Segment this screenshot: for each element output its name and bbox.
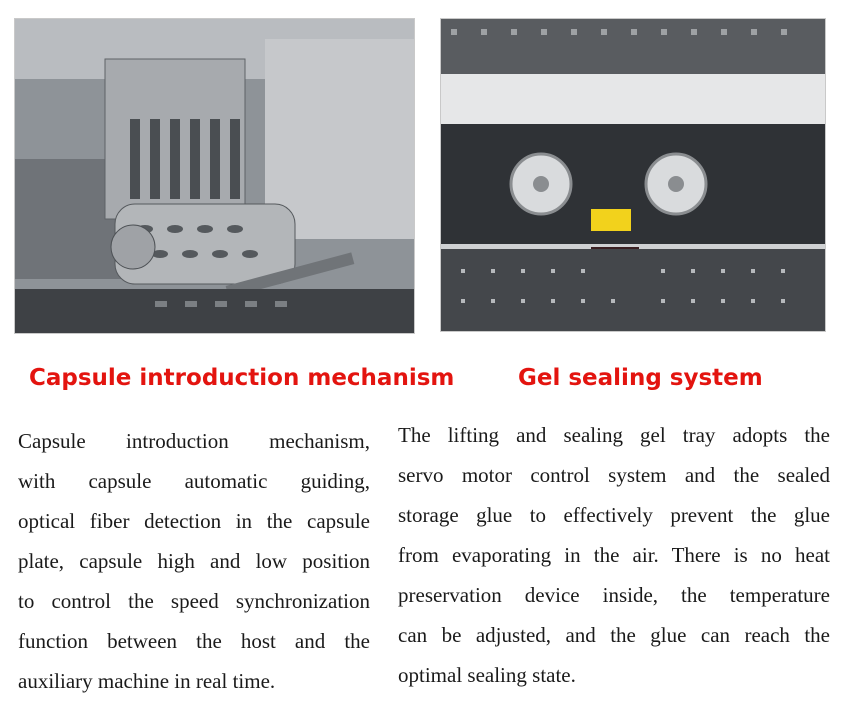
description-line: plate, capsule high and low position [18, 549, 370, 573]
description-line: can be adjusted, and the glue can reach … [398, 623, 830, 647]
description-line: optimal sealing state. [398, 663, 576, 687]
capsule-introduction-photo [14, 18, 415, 334]
capsule-introduction-description: Capsule introduction mechanism, with cap… [18, 421, 370, 701]
description-line: from evaporating in the air. There is no… [398, 543, 830, 567]
description-line: auxiliary machine in real time. [18, 669, 276, 693]
description-line: storage glue to effectively prevent the … [398, 503, 830, 527]
description-line: to control the speed synchronization [18, 589, 370, 613]
capsule-introduction-heading: Capsule introduction mechanism [29, 365, 455, 391]
description-line: Capsule introduction mechanism, [18, 429, 370, 453]
description-line: optical fiber detection in the capsule [18, 509, 370, 533]
description-line: The lifting and sealing gel tray adopts … [398, 423, 830, 447]
description-line: servo motor control system and the seale… [398, 463, 830, 487]
description-line: function between the host and the [18, 629, 370, 653]
description-line: preservation device inside, the temperat… [398, 583, 830, 607]
description-line: with capsule automatic guiding, [18, 469, 370, 493]
gel-sealing-heading: Gel sealing system [518, 365, 763, 391]
gel-sealing-description: The lifting and sealing gel tray adopts … [398, 415, 830, 695]
gel-sealing-photo [440, 18, 826, 332]
